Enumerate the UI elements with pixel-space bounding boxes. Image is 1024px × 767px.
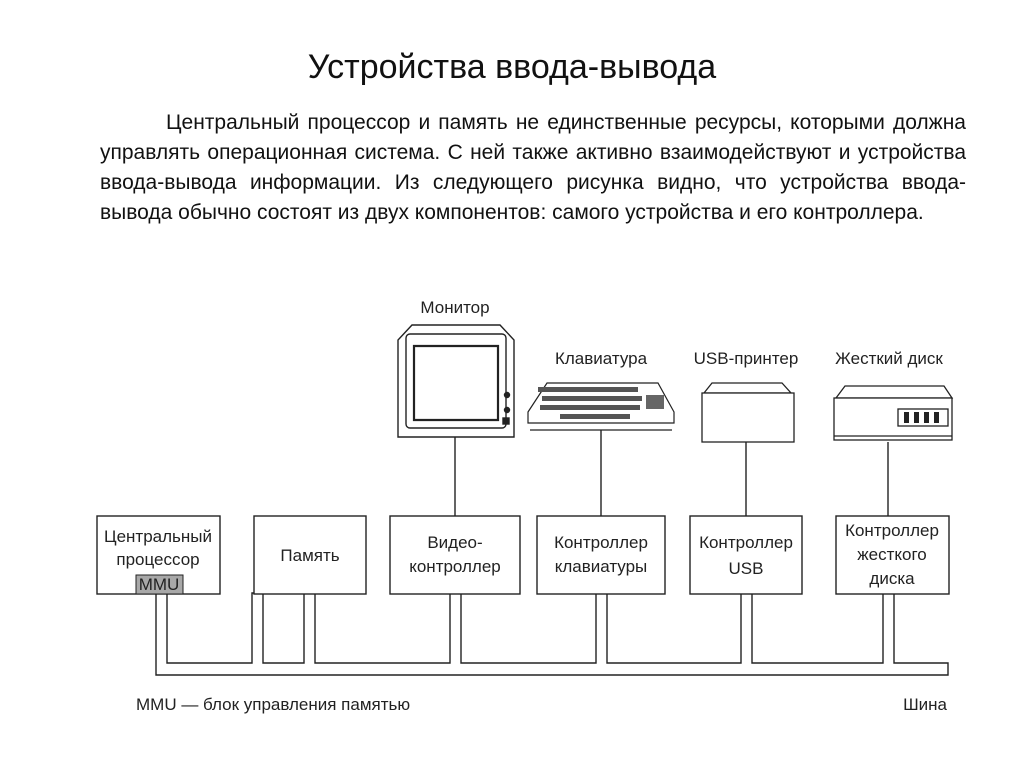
video-controller-box: Видео- контроллер <box>389 515 521 595</box>
bus-label: Шина <box>903 695 947 714</box>
video-label-line1: Видео- <box>427 533 482 552</box>
intro-paragraph: Центральный процессор и память не единст… <box>100 111 966 224</box>
hdd-controller-box: Контроллер жесткого диска <box>835 515 950 595</box>
hdd-ctrl-label-line1: Контроллер <box>845 521 939 540</box>
keyboard-icon <box>527 382 675 431</box>
hdd-ctrl-label-line2: жесткого <box>857 545 926 564</box>
usb-controller-box: Контроллер USB <box>689 515 803 595</box>
hard-disk-icon <box>833 385 954 441</box>
monitor-icon <box>397 324 515 438</box>
memory-box: Память <box>253 515 367 595</box>
cpu-label-line2: процессор <box>116 550 199 569</box>
cpu-box: Центральный процессор MMU <box>96 515 221 595</box>
mmu-label: MMU <box>139 575 180 594</box>
keyboard-controller-box: Контроллер клавиатуры <box>536 515 666 595</box>
keyboard-label: Клавиатура <box>555 349 648 368</box>
memory-label: Память <box>280 546 339 565</box>
system-bus <box>155 592 949 676</box>
mmu-legend: MMU — блок управления памятью <box>136 695 410 714</box>
usb-ctrl-label-line1: Контроллер <box>699 533 793 552</box>
slide-title: Устройства ввода-вывода <box>307 48 717 86</box>
printer-label: USB-принтер <box>694 349 799 368</box>
cpu-label-line1: Центральный <box>104 527 212 546</box>
device-links <box>454 430 889 516</box>
usb-ctrl-label-line2: USB <box>729 559 764 578</box>
kbd-ctrl-label-line1: Контроллер <box>554 533 648 552</box>
kbd-ctrl-label-line2: клавиатуры <box>555 557 648 576</box>
video-label-line2: контроллер <box>409 557 501 576</box>
monitor-label: Монитор <box>420 298 489 317</box>
hdd-ctrl-label-line3: диска <box>869 569 915 588</box>
printer-icon <box>701 382 795 443</box>
hdd-label: Жесткий диск <box>835 349 943 368</box>
